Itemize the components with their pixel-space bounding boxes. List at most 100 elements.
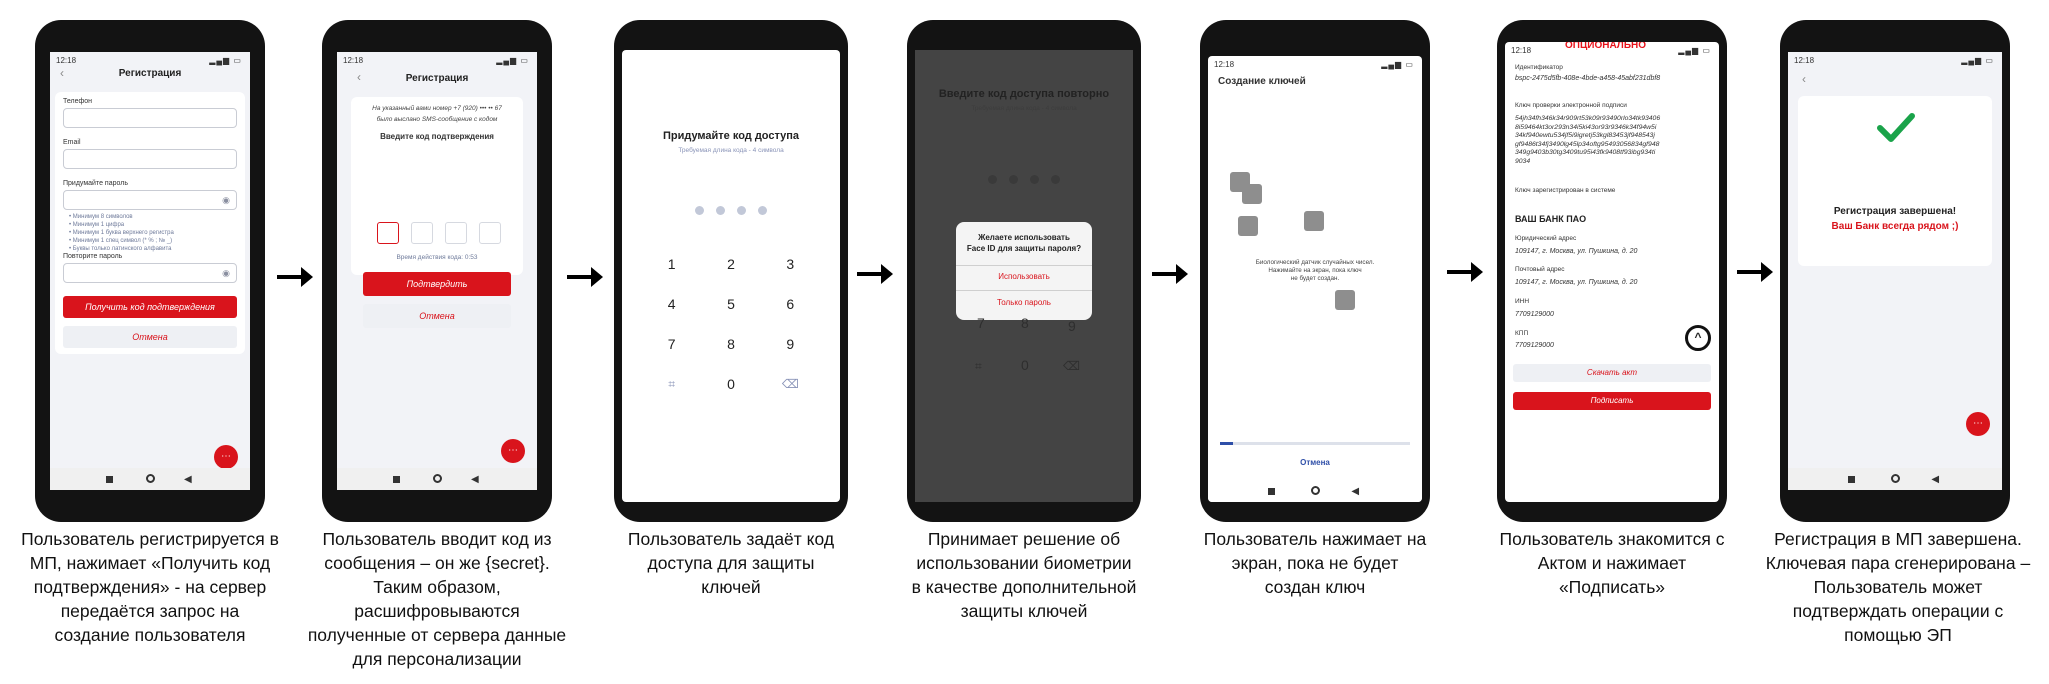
caption-line: помощью ЭП bbox=[1844, 625, 1952, 645]
code-digit-input[interactable] bbox=[445, 222, 467, 244]
use-biometry-button[interactable]: Использовать bbox=[998, 272, 1050, 281]
key-5[interactable]: 5 bbox=[727, 296, 735, 312]
dialog-line: Желаете использовать bbox=[978, 233, 1070, 242]
key-8[interactable]: 8 bbox=[727, 336, 735, 352]
caption-line: для персонализации bbox=[352, 649, 522, 669]
phone-passcode: Придумайте код доступа Требуемая длина к… bbox=[614, 20, 848, 522]
home-icon[interactable] bbox=[1310, 486, 1320, 495]
download-act-button[interactable]: Скачать акт bbox=[1513, 364, 1711, 382]
page-title: Создание ключей bbox=[1218, 76, 1306, 87]
chat-icon[interactable]: ⋯ bbox=[501, 439, 525, 463]
passcode-dot bbox=[988, 175, 997, 184]
key-7[interactable]: 7 bbox=[977, 315, 985, 331]
key-line: 34kf940ewtu534jf5i9igretj53kgl83453jf948… bbox=[1515, 132, 1655, 139]
home-icon[interactable] bbox=[146, 474, 155, 483]
key-1[interactable]: 1 bbox=[667, 256, 676, 272]
legal-address: 109147, г. Москва, ул. Пушкина, д. 20 bbox=[1515, 248, 1638, 255]
flow-arrow-icon bbox=[567, 267, 603, 287]
email-field[interactable] bbox=[63, 149, 237, 169]
phone-field[interactable] bbox=[63, 108, 237, 128]
cancel-button[interactable]: Отмена bbox=[63, 326, 237, 348]
key-2[interactable]: 2 bbox=[727, 256, 735, 272]
caption-line: Принимает решение об bbox=[927, 529, 1121, 549]
repeat-password-field[interactable]: ◉ bbox=[63, 263, 237, 283]
flow-arrow-icon bbox=[277, 267, 313, 287]
key-0[interactable]: 0 bbox=[1021, 357, 1029, 373]
chat-icon[interactable]: ⋯ bbox=[214, 445, 238, 469]
inn-value: 7709129000 bbox=[1515, 311, 1554, 318]
back-nav-icon[interactable]: ◀ bbox=[184, 474, 192, 485]
code-timer: Время действия кода: 0:53 bbox=[396, 254, 478, 261]
caption-line: МП, нажимает «Получить код bbox=[29, 553, 271, 573]
caption-line: передаётся запрос на bbox=[60, 601, 240, 621]
sensor-line: Нажимайте на экран, пока ключ bbox=[1268, 267, 1362, 274]
back-nav-icon[interactable]: ◀ bbox=[471, 474, 479, 485]
caption-line: использовании биометрии bbox=[916, 553, 1132, 573]
caption-line: Пользователь вводит код из bbox=[322, 529, 552, 549]
caption-line: полученные от сервера данные bbox=[307, 625, 567, 645]
back-arrow-icon[interactable]: ‹ bbox=[1802, 72, 1806, 86]
biometry-dialog: Желаете использовать Face ID для защиты … bbox=[956, 222, 1092, 320]
face-id-icon[interactable]: ⌗ bbox=[668, 376, 676, 391]
caption-line: в качестве дополнительной bbox=[911, 577, 1137, 597]
key-0[interactable]: 0 bbox=[727, 376, 735, 392]
kpp-label: КПП bbox=[1515, 330, 1529, 337]
sign-button[interactable]: Подписать bbox=[1513, 392, 1711, 410]
backspace-icon[interactable]: ⌫ bbox=[1063, 359, 1080, 373]
dialog-divider bbox=[956, 265, 1092, 266]
eye-icon[interactable]: ◉ bbox=[222, 195, 230, 205]
confirm-button[interactable]: Подтвердить bbox=[363, 272, 511, 296]
recent-apps-icon[interactable] bbox=[106, 476, 113, 483]
key-line: 349g9403b30tg3409tu95i43fk9408tf93ibg934… bbox=[1515, 149, 1656, 156]
eye-icon[interactable]: ◉ bbox=[222, 268, 230, 278]
flow-arrow-icon bbox=[1737, 262, 1773, 282]
key-8[interactable]: 8 bbox=[1021, 315, 1029, 331]
back-arrow-icon[interactable]: ‹ bbox=[60, 66, 64, 80]
key-4[interactable]: 4 bbox=[667, 296, 676, 312]
key-3[interactable]: 3 bbox=[786, 256, 795, 272]
rule-item: • Минимум 1 буква верхнего регистра bbox=[69, 230, 174, 236]
home-icon[interactable] bbox=[1890, 474, 1900, 483]
sensor-line: Биологический датчик случайных чисел. bbox=[1255, 259, 1375, 266]
backspace-icon[interactable]: ⌫ bbox=[781, 377, 799, 391]
passcode-dot bbox=[737, 206, 746, 215]
cancel-button[interactable]: Отмена bbox=[363, 304, 511, 328]
dialog-line: Face ID для защиты пароля? bbox=[966, 244, 1082, 253]
optional-label: ОПЦИОНАЛЬНО bbox=[1565, 42, 1647, 51]
code-digit-input[interactable] bbox=[411, 222, 433, 244]
sms-card: На указанный вами номер +7 (920) ••• •• … bbox=[351, 97, 523, 275]
password-only-button[interactable]: Только пароль bbox=[997, 298, 1051, 307]
back-nav-icon[interactable]: ◀ bbox=[1351, 486, 1360, 497]
cancel-button[interactable]: Отмена bbox=[1300, 458, 1330, 467]
sms-code-screen: 12:18▂▄▆ ▭ ‹ Регистрация На указанный ва… bbox=[337, 52, 537, 490]
password-field[interactable]: ◉ bbox=[63, 190, 237, 210]
status-bar: 12:18▂▄▆ ▭ bbox=[50, 52, 250, 68]
dialog-text: Желаете использовать Face ID для защиты … bbox=[956, 232, 1092, 254]
key-line: 9034 bbox=[1515, 157, 1531, 165]
passcode-dot bbox=[1051, 175, 1060, 184]
caption-step-7: Регистрация в МП завершена. Ключевая пар… bbox=[1752, 527, 2044, 647]
code-digit-input[interactable] bbox=[479, 222, 501, 244]
get-code-button[interactable]: Получить код подтверждения bbox=[63, 296, 237, 318]
android-nav-bar: ◀ bbox=[50, 468, 250, 490]
back-nav-icon[interactable]: ◀ bbox=[1931, 474, 1940, 485]
key-9[interactable]: 9 bbox=[1068, 318, 1076, 334]
passcode-dot bbox=[716, 206, 725, 215]
caption-step-5: Пользователь нажимает на экран, пока не … bbox=[1183, 527, 1447, 599]
scroll-up-icon[interactable]: ^ bbox=[1685, 325, 1711, 351]
passcode-dots bbox=[622, 202, 840, 220]
key-6[interactable]: 6 bbox=[786, 296, 795, 312]
home-icon[interactable] bbox=[433, 474, 442, 483]
back-arrow-icon[interactable]: ‹ bbox=[357, 70, 361, 84]
chat-icon[interactable]: ⋯ bbox=[1966, 412, 1990, 436]
recent-apps-icon[interactable] bbox=[1267, 488, 1275, 495]
face-id-icon[interactable]: ⌗ bbox=[975, 359, 982, 373]
code-digit-input[interactable] bbox=[377, 222, 399, 244]
recent-apps-icon[interactable] bbox=[393, 476, 400, 483]
key-9[interactable]: 9 bbox=[786, 336, 795, 352]
progress-fill bbox=[1220, 442, 1234, 445]
email-label: Email bbox=[63, 139, 81, 146]
passcode-dot bbox=[758, 206, 767, 215]
recent-apps-icon[interactable] bbox=[1847, 476, 1855, 483]
key-7[interactable]: 7 bbox=[667, 336, 676, 352]
